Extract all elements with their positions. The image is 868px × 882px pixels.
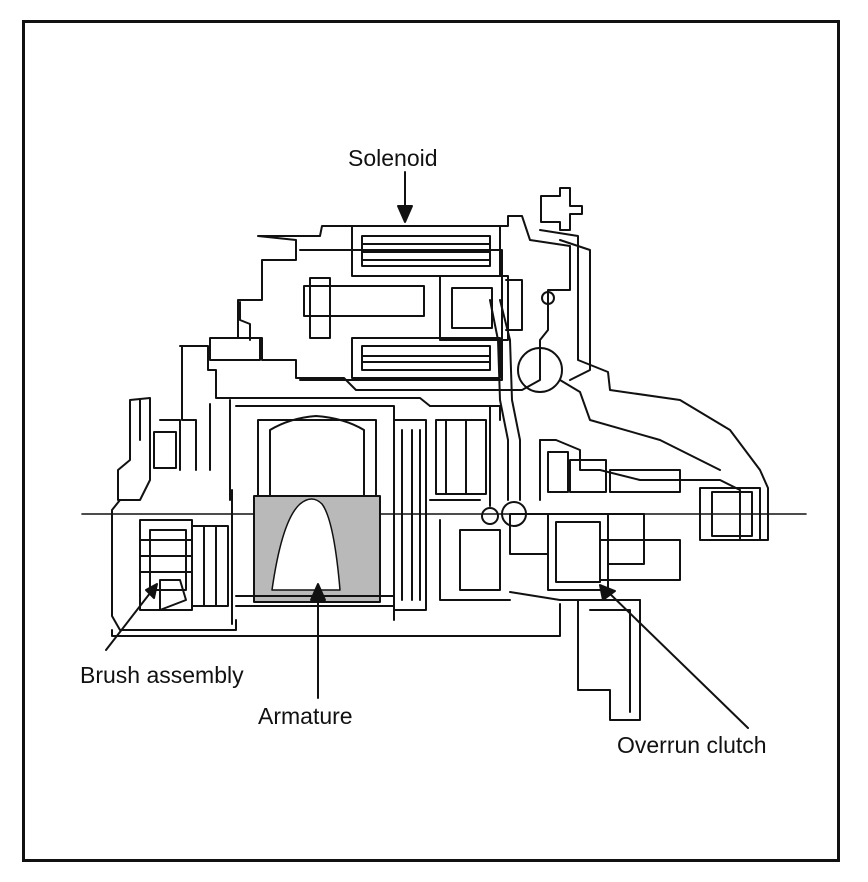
- overrun-clutch-body: [509, 513, 645, 591]
- solenoid-housing: [209, 215, 591, 391]
- solenoid-label: Solenoid: [348, 145, 438, 171]
- solenoid-leader-arrow: [397, 171, 413, 223]
- brush-assembly-leader-arrow: [105, 583, 158, 651]
- armature-label: Armature: [258, 703, 353, 729]
- commutator-brush-area: [139, 489, 233, 625]
- armature-leader-arrow: [310, 583, 326, 699]
- plunger-ring: [517, 347, 563, 393]
- shift-lever: [481, 299, 527, 527]
- diagram-frame: [22, 20, 840, 862]
- armature-core: [235, 405, 395, 621]
- armature-winding-end: [393, 405, 511, 611]
- brush-assembly-label: Brush assembly: [80, 662, 244, 688]
- drive-end-housing: [509, 229, 769, 721]
- overrun-clutch-label: Overrun clutch: [617, 732, 767, 758]
- terminal-bolt: [540, 187, 583, 231]
- overrun-clutch-leader-arrow: [599, 584, 749, 729]
